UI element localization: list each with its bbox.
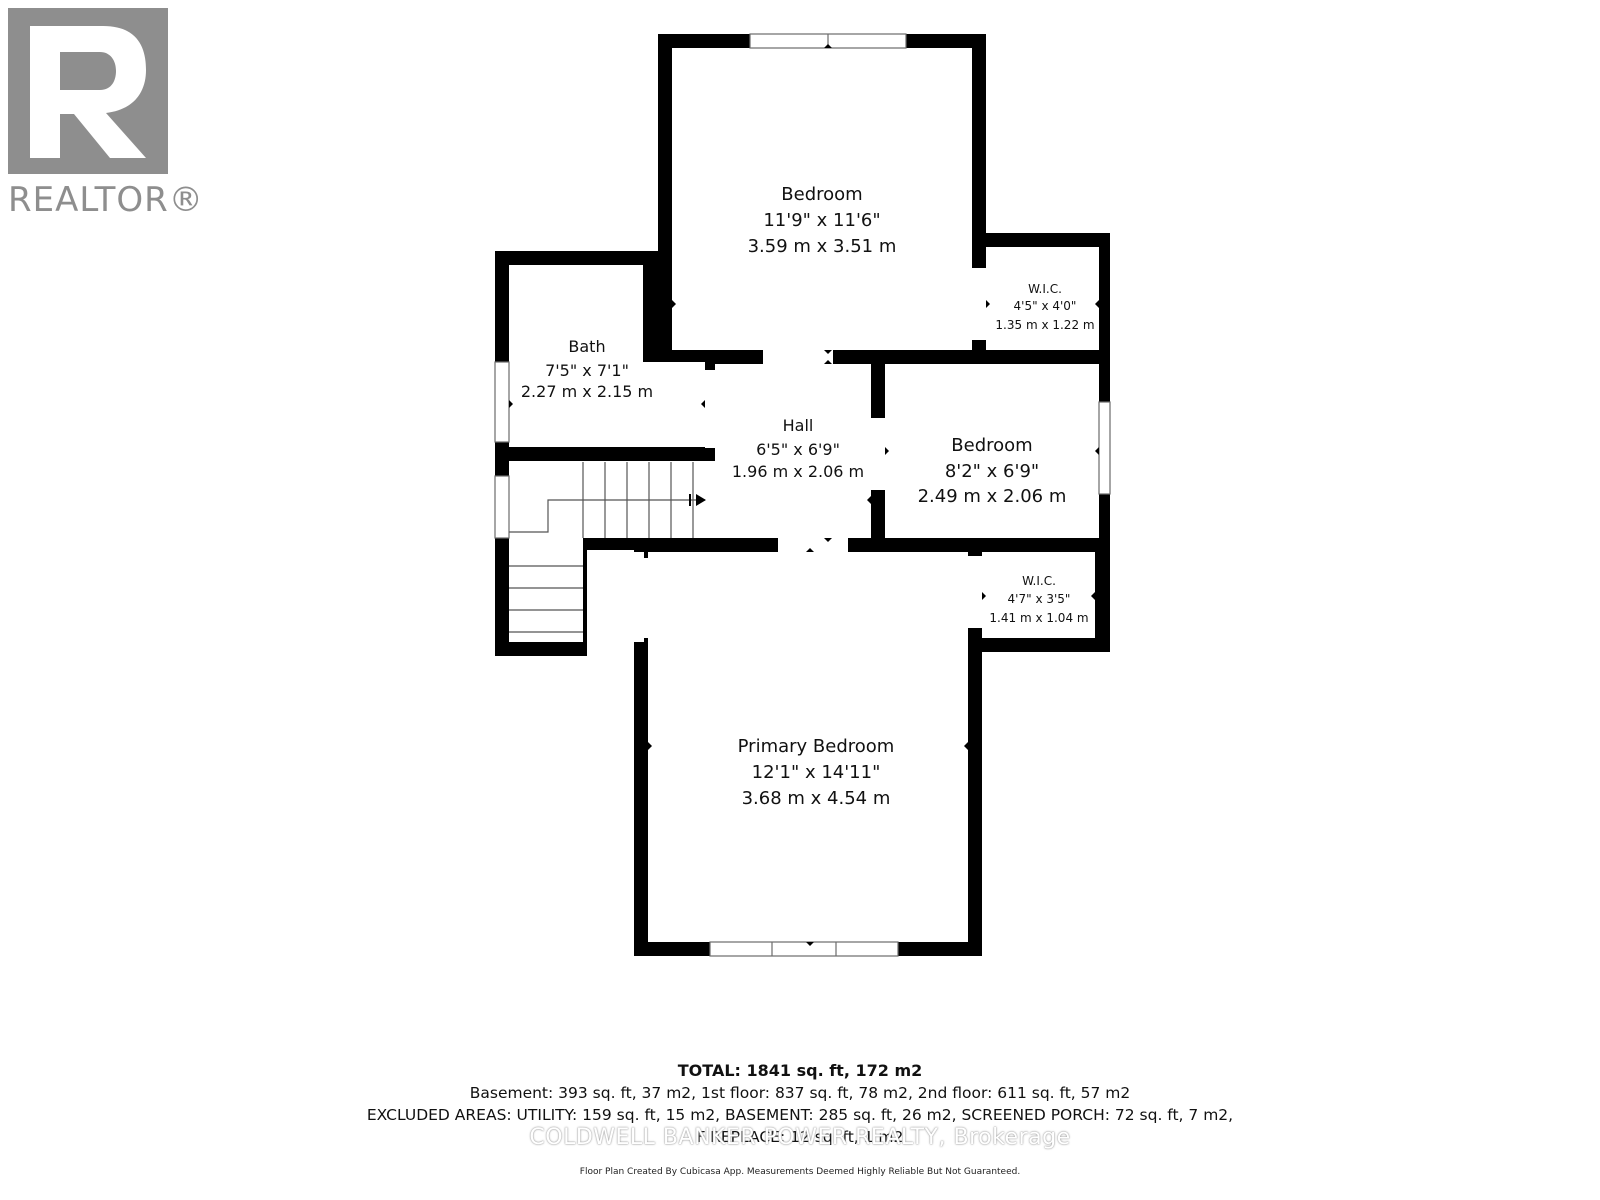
stairs	[509, 462, 706, 633]
room-imperial: 4'5" x 4'0"	[1014, 299, 1077, 313]
area-summary: TOTAL: 1841 sq. ft, 172 m2 Basement: 393…	[0, 1060, 1600, 1148]
room-metric: 1.41 m x 1.04 m	[989, 611, 1088, 625]
room-metric: 3.68 m x 4.54 m	[742, 788, 891, 809]
excluded-areas: EXCLUDED AREAS: UTILITY: 159 sq. ft, 15 …	[366, 1106, 1234, 1124]
room-name: Bedroom	[951, 435, 1032, 456]
room-metric: 1.35 m x 1.22 m	[995, 318, 1094, 332]
room-primary-bedroom: Primary Bedroom 12'1" x 14'11" 3.68 m x …	[738, 736, 895, 809]
room-imperial: 6'5" x 6'9"	[756, 440, 840, 459]
realtor-logo: REALTOR®	[8, 8, 203, 223]
room-interiors	[509, 48, 1099, 942]
room-wic-bottom: W.I.C. 4'7" x 3'5" 1.41 m x 1.04 m	[989, 574, 1088, 625]
realtor-r-icon	[8, 8, 168, 174]
room-bath: Bath 7'5" x 7'1" 2.27 m x 2.15 m	[521, 337, 653, 401]
room-name: W.I.C.	[1028, 282, 1062, 296]
total-area: TOTAL: 1841 sq. ft, 172 m2	[677, 1061, 923, 1080]
room-metric: 3.59 m x 3.51 m	[748, 236, 897, 257]
room-bedroom-mid: Bedroom 8'2" x 6'9" 2.49 m x 2.06 m	[918, 435, 1067, 507]
room-imperial: 4'7" x 3'5"	[1008, 592, 1071, 606]
room-imperial: 12'1" x 14'11"	[752, 762, 881, 783]
room-name: Primary Bedroom	[738, 736, 895, 757]
windows	[494, 33, 1111, 957]
room-imperial: 8'2" x 6'9"	[945, 461, 1039, 482]
dimension-markers	[509, 44, 1099, 946]
room-imperial: 7'5" x 7'1"	[545, 361, 629, 380]
room-wic-top: W.I.C. 4'5" x 4'0" 1.35 m x 1.22 m	[995, 282, 1094, 332]
room-hall: Hall 6'5" x 6'9" 1.96 m x 2.06 m	[732, 416, 864, 481]
floor-plan-credit: Floor Plan Created By Cubicasa App. Meas…	[579, 1167, 1021, 1177]
room-imperial: 11'9" x 11'6"	[763, 210, 880, 231]
realtor-wordmark: REALTOR®	[8, 180, 204, 220]
room-metric: 2.49 m x 2.06 m	[918, 486, 1067, 507]
room-name: Bath	[568, 337, 605, 356]
room-bedroom-top: Bedroom 11'9" x 11'6" 3.59 m x 3.51 m	[748, 184, 897, 257]
room-name: Bedroom	[781, 184, 862, 205]
floor-areas: Basement: 393 sq. ft, 37 m2, 1st floor: …	[469, 1084, 1131, 1102]
room-metric: 2.27 m x 2.15 m	[521, 382, 653, 401]
room-name: W.I.C.	[1022, 574, 1056, 588]
room-name: Hall	[783, 416, 814, 435]
door-openings	[641, 268, 986, 638]
excluded-areas-continued: FIREPLACE: 12 sq. ft, 1 m2	[696, 1128, 904, 1146]
room-metric: 1.96 m x 2.06 m	[732, 462, 864, 481]
brokerage-watermark: COLDWELL BANKER POWER REALTY, Brokerage	[529, 1125, 1071, 1150]
